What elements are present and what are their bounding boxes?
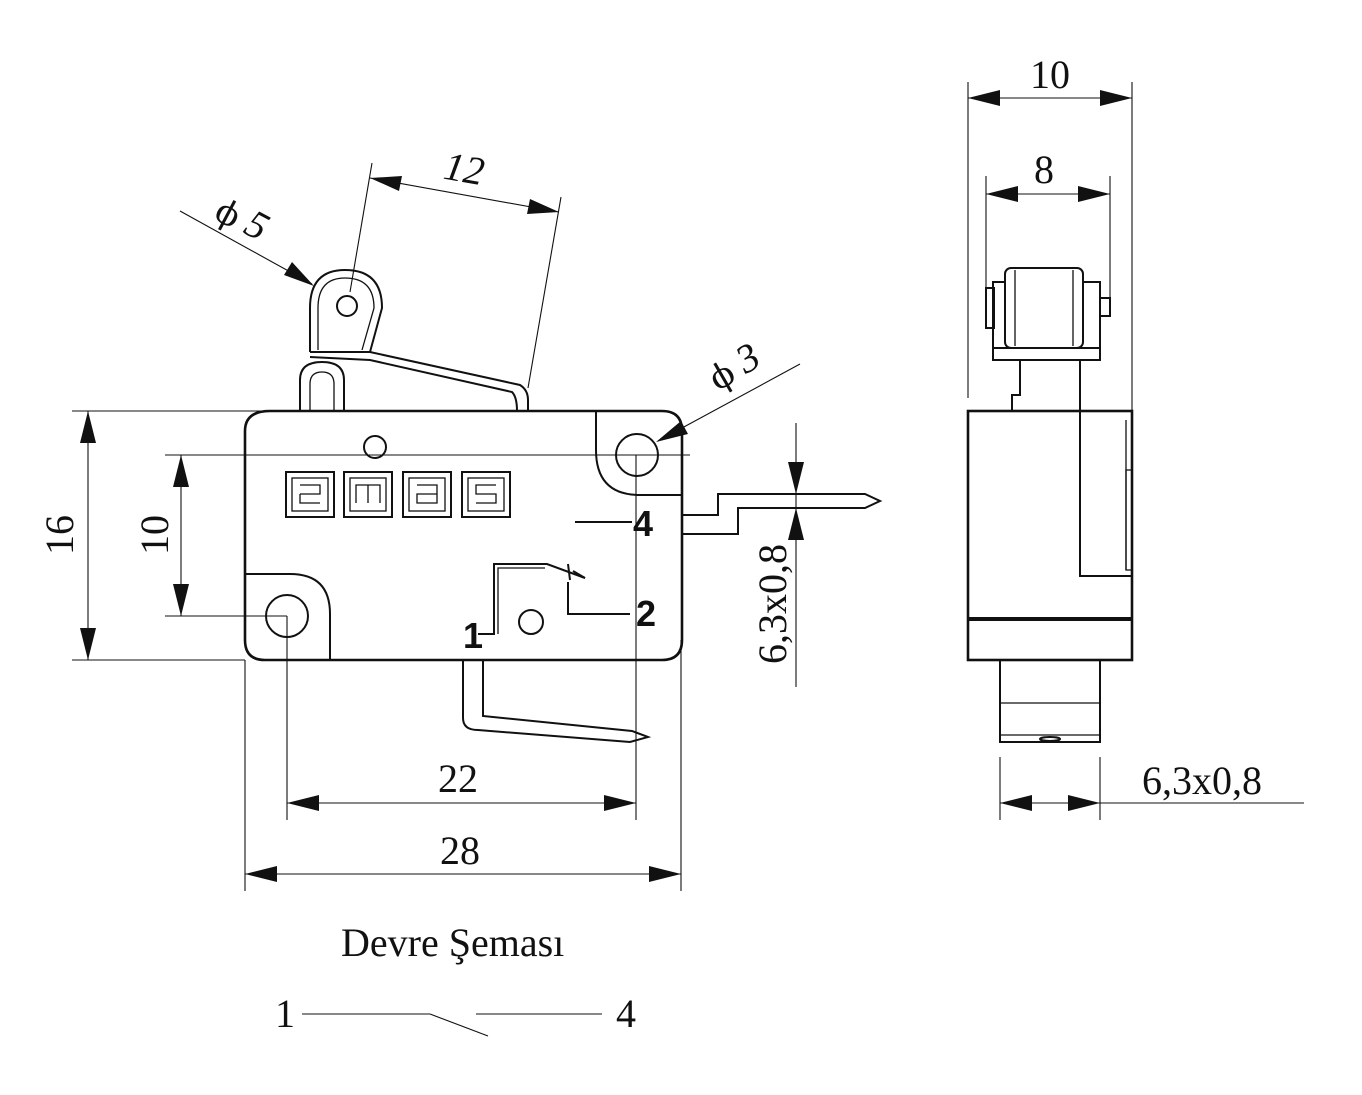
side-view: 10 8 6,3x0,8 bbox=[966, 52, 1304, 820]
terminal-label-2: 2 bbox=[636, 593, 656, 634]
dim-hole-spacing: 22 bbox=[438, 756, 478, 801]
terminal-bottom bbox=[462, 660, 652, 744]
terminal-right bbox=[682, 493, 883, 535]
circuit-terminal-4: 4 bbox=[616, 991, 636, 1036]
dim-height: 16 bbox=[37, 515, 82, 555]
dim-side-width: 10 bbox=[1030, 52, 1070, 97]
dim-roller-width: 8 bbox=[1034, 147, 1054, 192]
side-body bbox=[966, 409, 1134, 662]
terminal-label-4: 4 bbox=[633, 503, 653, 544]
front-view: 4 2 1 12 ϕ 5 ϕ 3 bbox=[37, 143, 883, 891]
dim-lever-offset: 12 bbox=[441, 143, 488, 194]
emas-logo bbox=[285, 471, 511, 518]
circuit-diagram: Devre Şeması 1 4 bbox=[275, 920, 636, 1037]
circuit-title: Devre Şeması bbox=[341, 920, 564, 965]
dim-side-terminal: 6,3x0,8 bbox=[1142, 758, 1262, 803]
dim-front-terminal: 6,3x0,8 bbox=[750, 544, 795, 664]
side-roller bbox=[1004, 267, 1084, 349]
mounting-ear-top-right bbox=[595, 411, 682, 496]
terminal-label-1: 1 bbox=[463, 615, 483, 656]
internal-contact-symbol bbox=[478, 521, 632, 635]
actuator-lever bbox=[299, 268, 529, 412]
switch-housing bbox=[243, 409, 684, 662]
mounting-ear-bottom-left bbox=[245, 573, 331, 660]
dim-hole-vertical: 10 bbox=[132, 515, 177, 555]
indicator-hole bbox=[363, 435, 387, 459]
dim-length: 28 bbox=[440, 828, 480, 873]
circuit-terminal-1: 1 bbox=[275, 991, 295, 1036]
side-terminal bbox=[999, 659, 1101, 743]
